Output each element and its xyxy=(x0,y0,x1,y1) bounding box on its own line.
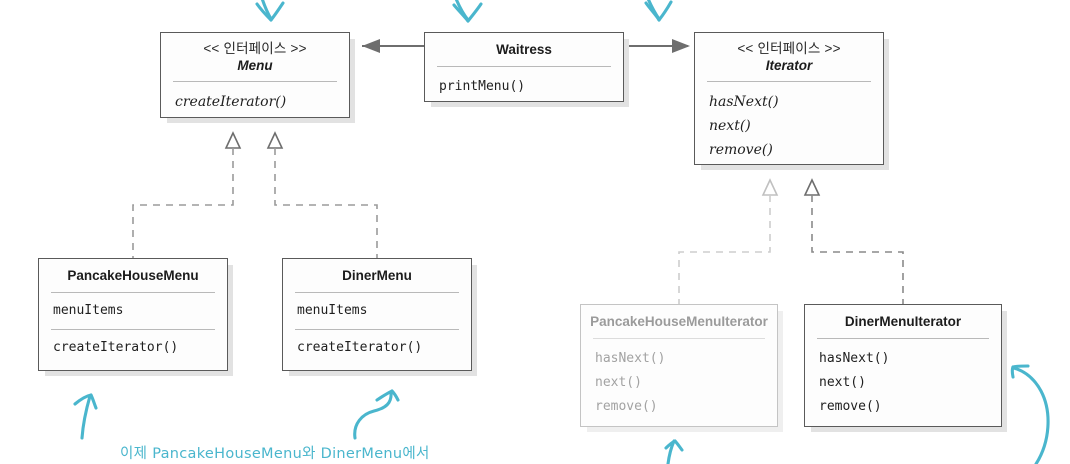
field-menuitems: menuItems xyxy=(297,303,368,318)
class-header-menu: << 인터페이스 >> Menu xyxy=(161,33,349,81)
compartment-divider xyxy=(173,81,337,82)
class-header-iterator: << 인터페이스 >> Iterator xyxy=(695,33,883,81)
compartment-divider xyxy=(51,329,215,330)
method-createiterator: createIterator() xyxy=(175,94,287,110)
field-menuitems: menuItems xyxy=(53,303,124,318)
class-header-pancakehousemenu: PancakeHouseMenu xyxy=(39,259,227,292)
arrow-bottom-right-icon xyxy=(1010,364,1050,464)
class-header-dinermenuiterator: DinerMenuIterator xyxy=(805,305,1001,338)
method-printmenu: printMenu() xyxy=(439,79,526,94)
realization-line-dinermenuiterator xyxy=(811,195,904,304)
methods-waitress: printMenu() xyxy=(425,67,623,108)
class-name-dinermenuiterator: DinerMenuIterator xyxy=(844,314,962,329)
compartment-divider xyxy=(707,81,871,82)
arrow-top-left-icon xyxy=(255,0,285,22)
arrowhead-menu xyxy=(362,39,380,53)
class-name-pancakehousemenu: PancakeHouseMenu xyxy=(67,268,199,283)
class-box-menu[interactable]: << 인터페이스 >> Menu createIterator() xyxy=(160,32,350,118)
method-remove: remove() xyxy=(709,142,773,158)
class-header-pancakehousemenuiterator: PancakeHouseMenuIterator xyxy=(581,305,777,338)
class-name-iterator: Iterator xyxy=(765,58,813,73)
fields-dinermenu: menuItems xyxy=(283,293,471,329)
method-hasnext: hasNext() xyxy=(595,351,666,366)
class-header-waitress: Waitress xyxy=(425,33,623,66)
realization-line-pancakehousemenuiterator xyxy=(678,195,771,304)
method-next: next() xyxy=(709,118,751,134)
compartment-divider xyxy=(295,329,459,330)
arrow-bottom-pancake-icon xyxy=(73,393,98,440)
realization-line-pancakehousemenu xyxy=(132,148,234,258)
methods-pancakehousemenuiterator: hasNext() next() remove() xyxy=(581,339,777,428)
class-name-dinermenu: DinerMenu xyxy=(342,268,412,283)
compartment-divider xyxy=(437,66,611,67)
realization-line-dinermenu xyxy=(274,148,378,258)
compartment-divider xyxy=(51,292,215,293)
arrow-bottom-diner-icon xyxy=(353,389,400,440)
fields-pancakehousemenu: menuItems xyxy=(39,293,227,329)
arrow-top-center-icon xyxy=(452,0,483,23)
class-box-dinermenu[interactable]: DinerMenu menuItems createIterator() xyxy=(282,258,472,371)
methods-dinermenu: createIterator() xyxy=(283,330,471,366)
method-remove: remove() xyxy=(819,399,882,414)
methods-menu: createIterator() xyxy=(161,82,349,123)
class-name-menu: Menu xyxy=(237,58,273,73)
compartment-divider xyxy=(295,292,459,293)
class-box-waitress[interactable]: Waitress printMenu() xyxy=(424,32,624,102)
class-name-waitress: Waitress xyxy=(496,42,552,57)
methods-pancakehousemenu: createIterator() xyxy=(39,330,227,366)
class-box-dinermenuiterator[interactable]: DinerMenuIterator hasNext() next() remov… xyxy=(804,304,1002,427)
class-box-iterator[interactable]: << 인터페이스 >> Iterator hasNext() next() re… xyxy=(694,32,884,165)
method-createiterator: createIterator() xyxy=(53,340,179,355)
method-hasnext: hasNext() xyxy=(819,351,890,366)
compartment-divider xyxy=(817,338,989,339)
method-createiterator: createIterator() xyxy=(297,340,423,355)
class-header-dinermenu: DinerMenu xyxy=(283,259,471,292)
arrow-bottom-pancakeiter-icon xyxy=(664,439,684,464)
stereotype-menu: << 인터페이스 >> xyxy=(203,41,307,56)
method-remove: remove() xyxy=(595,399,658,414)
class-name-pancakehousemenuiterator: PancakeHouseMenuIterator xyxy=(590,314,768,329)
stereotype-iterator: << 인터페이스 >> xyxy=(737,41,841,56)
method-hasnext: hasNext() xyxy=(709,94,779,110)
class-box-pancakehousemenu[interactable]: PancakeHouseMenu menuItems createIterato… xyxy=(38,258,228,371)
compartment-divider xyxy=(593,338,765,339)
class-box-pancakehousemenuiterator[interactable]: PancakeHouseMenuIterator hasNext() next(… xyxy=(580,304,778,427)
annotation-note-bottom: 이제 PancakeHouseMenu와 DinerMenu에서 xyxy=(120,446,430,462)
methods-iterator: hasNext() next() remove() xyxy=(695,82,883,171)
arrowhead-iterator xyxy=(672,39,690,53)
method-next: next() xyxy=(819,375,866,390)
methods-dinermenuiterator: hasNext() next() remove() xyxy=(805,339,1001,428)
arrow-top-right-icon xyxy=(644,0,673,22)
method-next: next() xyxy=(595,375,642,390)
